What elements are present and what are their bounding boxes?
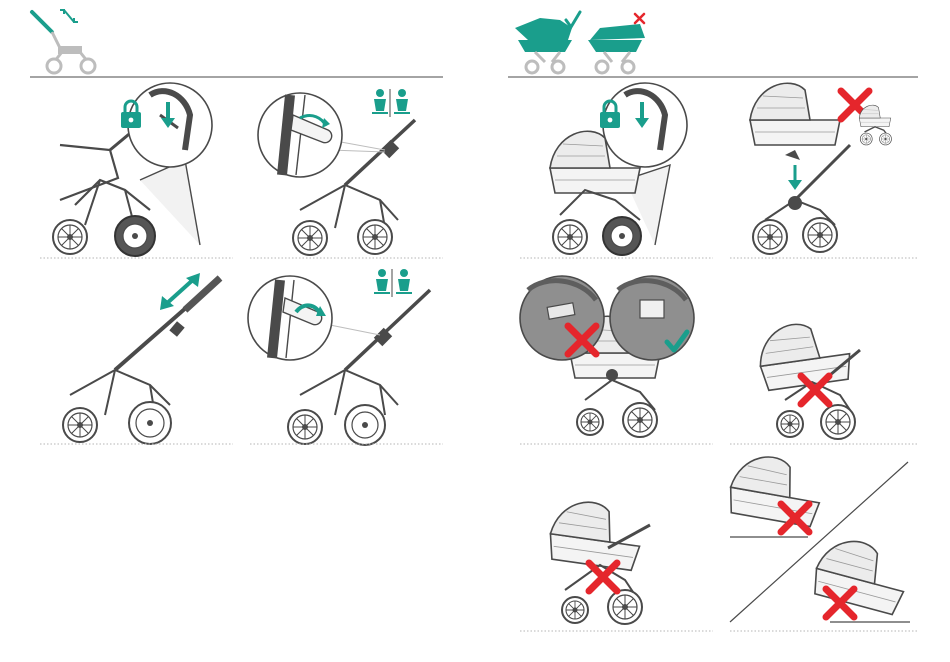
bassinet-correct-icon bbox=[515, 12, 580, 73]
panel-R6 bbox=[726, 451, 918, 631]
magnifier-correct bbox=[610, 276, 694, 360]
panel-L4 bbox=[248, 269, 443, 445]
small-wrong-stroller bbox=[859, 105, 891, 145]
magnifier-wrong bbox=[520, 276, 604, 360]
panel-R1 bbox=[520, 83, 713, 258]
bassinet-wrong-icon bbox=[588, 14, 645, 73]
panel-L3 bbox=[40, 273, 233, 444]
panel-R2 bbox=[730, 83, 918, 258]
magnifier-circle bbox=[258, 93, 342, 177]
panel-R3 bbox=[520, 276, 713, 444]
panel-R4 bbox=[730, 317, 918, 444]
reverse-seat-icon bbox=[372, 89, 410, 117]
reverse-seat-icon bbox=[374, 269, 412, 297]
left-page bbox=[30, 10, 443, 445]
panel-R5 bbox=[520, 497, 713, 631]
panel-L2 bbox=[250, 89, 443, 258]
panel-L1 bbox=[40, 83, 233, 258]
magnifier-circle bbox=[248, 276, 332, 360]
right-page bbox=[508, 12, 918, 631]
handlebar-adjust-icon bbox=[32, 10, 95, 73]
lock-icon bbox=[121, 101, 141, 128]
